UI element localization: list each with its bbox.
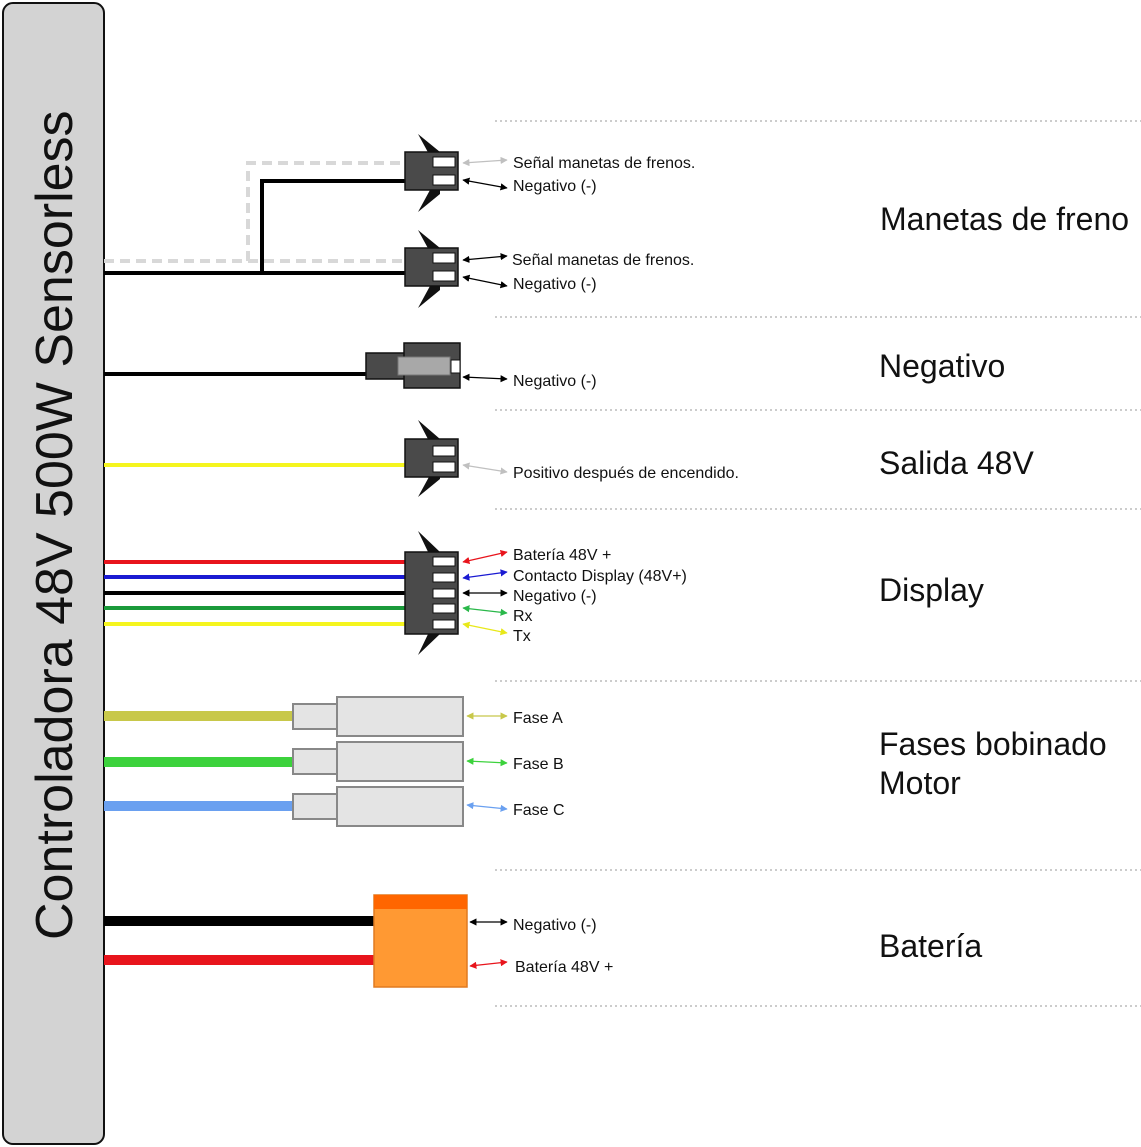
display-wires <box>104 560 406 626</box>
section-title-negative: Negativo <box>879 348 1005 384</box>
output48-pin-label: Positivo después de encendido. <box>513 465 739 482</box>
brake-wires <box>104 161 406 275</box>
section-title-brakes: Manetas de freno <box>880 201 1129 237</box>
brake2-signal-label: Señal manetas de frenos. <box>512 252 694 269</box>
brake1-negative-label: Negativo (-) <box>513 178 597 195</box>
phase-b-label: Fase B <box>513 756 564 773</box>
brake2-negative-label: Negativo (-) <box>513 276 597 293</box>
negative-connector <box>365 342 461 389</box>
phase-c-label: Fase C <box>513 802 565 819</box>
battery-negative-label: Negativo (-) <box>513 917 597 934</box>
output48-arrow <box>462 462 508 475</box>
display-pin5-label: Tx <box>513 628 531 645</box>
section-title-motor-line2: Motor <box>879 765 961 801</box>
section-title-display: Display <box>879 572 984 608</box>
battery-connector <box>373 894 468 988</box>
brake2-negative-arrow <box>462 274 508 289</box>
brake-connector-2 <box>404 230 459 308</box>
battery-positive-arrow <box>469 959 508 969</box>
controller-title: Controladora 48V 500W Sensorless <box>26 110 84 940</box>
negative-arrow <box>462 373 508 383</box>
section-title-output48: Salida 48V <box>879 445 1034 481</box>
display-pin1-arrow <box>462 549 508 565</box>
phase-b-arrow <box>466 757 508 767</box>
phase-wires <box>104 711 294 811</box>
display-pin4-arrow <box>462 605 508 616</box>
display-pin2-label: Contacto Display (48V+) <box>513 568 687 585</box>
section-title-motor-line1: Fases bobinado <box>879 726 1107 762</box>
display-pin3-label: Negativo (-) <box>513 588 597 605</box>
display-connector <box>404 531 459 655</box>
brake-connector-1 <box>404 134 459 212</box>
display-pin2-arrow <box>462 569 508 581</box>
output48-connector <box>404 420 459 497</box>
phase-a-label: Fase A <box>513 710 563 727</box>
display-pin4-label: Rx <box>513 608 533 625</box>
brake2-signal-arrow <box>462 253 508 263</box>
phase-c-arrow <box>466 802 508 812</box>
brake1-signal-label: Señal manetas de frenos. <box>513 155 695 172</box>
brake1-negative-arrow <box>462 177 508 191</box>
controller-box <box>2 2 105 1145</box>
brake1-signal-arrow <box>462 156 508 167</box>
display-pin5-arrow <box>462 621 508 636</box>
negative-pin-label: Negativo (-) <box>513 373 597 390</box>
battery-positive-label: Batería 48V + <box>515 959 613 976</box>
phase-connectors <box>292 696 464 827</box>
section-title-battery: Batería <box>879 928 982 964</box>
display-pin1-label: Batería 48V + <box>513 547 611 564</box>
